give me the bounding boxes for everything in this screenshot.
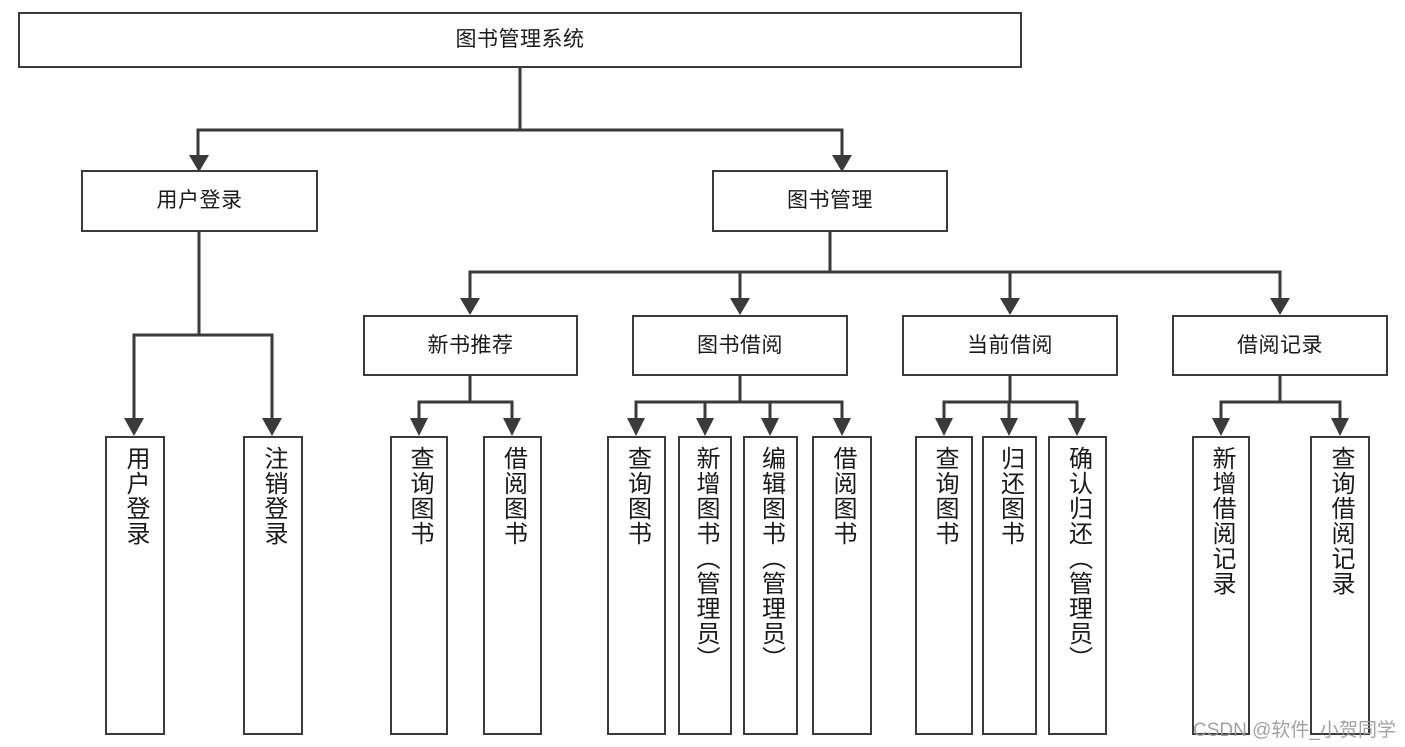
node-label: 当前借阅 [967,333,1053,357]
node-leaf-query-book-1[interactable]: 查询图书 [390,436,448,735]
node-label: 查询借阅记录 [1327,446,1354,596]
node-label: 用户登录 [122,446,149,546]
node-leaf-query-book-3[interactable]: 查询图书 [915,436,973,735]
node-book-borrow[interactable]: 图书借阅 [632,315,848,376]
node-leaf-add-book[interactable]: 新增图书（管理员） [678,436,732,735]
node-new-book-recommend[interactable]: 新书推荐 [363,315,578,376]
node-borrow-record[interactable]: 借阅记录 [1172,315,1388,376]
node-label: 借阅图书 [499,446,527,546]
node-leaf-confirm-return[interactable]: 确认归还（管理员） [1048,436,1107,735]
node-leaf-borrow-book-1[interactable]: 借阅图书 [483,436,542,735]
node-leaf-edit-book[interactable]: 编辑图书（管理员） [743,436,798,735]
node-current-borrow[interactable]: 当前借阅 [902,315,1118,376]
node-label: 编辑图书（管理员） [757,446,785,671]
node-leaf-borrow-book-2[interactable]: 借阅图书 [812,436,872,735]
node-label: 确认归还（管理员） [1064,446,1092,671]
node-label: 借阅记录 [1237,333,1323,357]
node-root-system[interactable]: 图书管理系统 [18,12,1022,68]
node-label: 新增图书（管理员） [692,446,719,671]
node-leaf-query-record[interactable]: 查询借阅记录 [1310,436,1370,735]
node-label: 查询图书 [931,446,958,546]
node-leaf-query-book-2[interactable]: 查询图书 [607,436,666,735]
node-leaf-add-record[interactable]: 新增借阅记录 [1192,436,1250,735]
node-label: 查询图书 [406,446,433,546]
node-label: 图书管理 [787,189,873,213]
node-label: 新书推荐 [427,333,514,357]
node-label: 归还图书 [996,446,1024,546]
node-label: 注销登录 [260,446,287,546]
node-leaf-user-login[interactable]: 用户登录 [105,436,165,735]
node-user-login[interactable]: 用户登录 [81,170,318,232]
node-book-manage[interactable]: 图书管理 [712,170,948,232]
node-leaf-return-book[interactable]: 归还图书 [982,436,1037,735]
csdn-watermark: CSDN @软件_小贺同学 [1193,720,1396,741]
node-label: 查询图书 [623,446,651,546]
node-leaf-logout-login[interactable]: 注销登录 [243,436,303,735]
node-label: 图书借阅 [697,333,783,357]
node-label: 新增借阅记录 [1208,446,1235,596]
node-label: 借阅图书 [829,446,856,546]
node-label: 图书管理系统 [455,28,585,52]
node-label: 用户登录 [156,189,243,213]
